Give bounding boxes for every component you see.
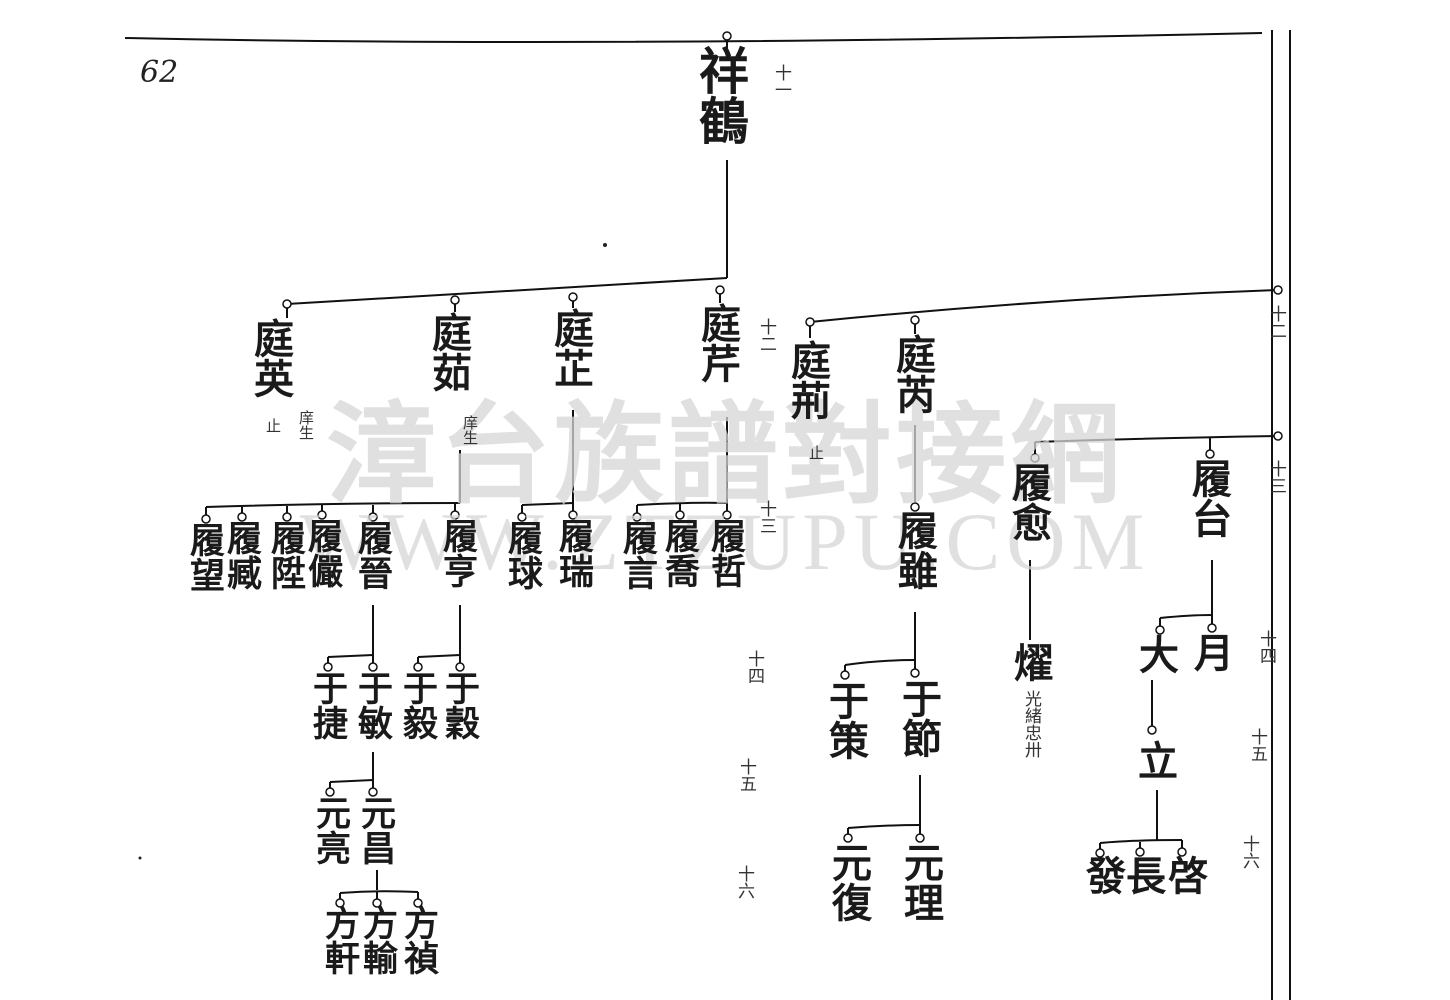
person-name: 立 xyxy=(1131,740,1178,780)
person-name: 方軒 xyxy=(319,905,360,975)
person-name: 履望 xyxy=(184,522,225,592)
person-name: 元理 xyxy=(897,842,944,922)
person-name: 方輸 xyxy=(357,905,398,975)
person-name: 履臧 xyxy=(221,520,262,590)
person-name: 庭茹 xyxy=(425,312,472,392)
person-name: 履愈 xyxy=(1005,462,1052,542)
generation-mark: 十三 xyxy=(756,500,776,534)
person-name: 履球 xyxy=(502,520,543,590)
generation-mark: 十五 xyxy=(736,758,756,792)
person-name: 燿 xyxy=(1007,642,1054,682)
person-name: 履喬 xyxy=(659,518,700,588)
person-name: 長 xyxy=(1119,855,1166,895)
person-note: 庠生 xyxy=(461,415,479,445)
person-name: 履言 xyxy=(617,520,658,590)
generation-mark: 十四 xyxy=(744,650,764,684)
person-name: 大 xyxy=(1132,634,1179,674)
person-name: 履哲 xyxy=(705,518,746,588)
generation-mark: 十三 xyxy=(1266,460,1286,494)
person-name: 于穀 xyxy=(439,670,480,740)
person-name: 于策 xyxy=(822,680,869,760)
person-name: 發 xyxy=(1079,855,1126,895)
generation-mark: 十六 xyxy=(734,865,754,899)
person-name: 履儼 xyxy=(302,518,343,588)
person-name: 履亨 xyxy=(437,518,478,588)
person-name: 庭芷 xyxy=(547,308,594,388)
person-name: 履陞 xyxy=(265,520,306,590)
person-note: 止 xyxy=(807,445,825,460)
person-name: 元亮 xyxy=(310,795,351,865)
page-number: 62 xyxy=(140,55,179,90)
generation-mark: 十四 xyxy=(1256,630,1276,664)
person-name: 于節 xyxy=(895,678,942,758)
person-name: 于捷 xyxy=(307,670,348,740)
person-name: 月 xyxy=(1187,632,1234,672)
person-note: 光緒忠卅 xyxy=(1021,690,1041,758)
person-note: 止 xyxy=(264,418,282,433)
person-name: 庭荊 xyxy=(784,340,831,420)
generation-mark: 十二 xyxy=(1266,305,1286,339)
person-name: 方禎 xyxy=(398,905,439,975)
person-name: 履瑞 xyxy=(553,518,594,588)
person-name: 元復 xyxy=(825,842,872,922)
person-name: 庭英 xyxy=(247,318,294,398)
person-name: 履雖 xyxy=(891,510,938,590)
generation-mark: 十五 xyxy=(1247,728,1267,762)
generation-mark: 十一 xyxy=(771,64,791,98)
ancestor-name: 祥鶴 xyxy=(691,45,750,145)
person-name: 啓 xyxy=(1161,855,1208,895)
person-name: 履台 xyxy=(1185,458,1232,538)
person-name: 履晉 xyxy=(352,520,393,590)
person-name: 庭芮 xyxy=(889,334,936,414)
person-name: 于敏 xyxy=(352,670,393,740)
person-note: 庠生 xyxy=(297,410,315,440)
person-name: 于毅 xyxy=(397,670,438,740)
person-name: 庭芹 xyxy=(694,303,741,383)
generation-mark: 十六 xyxy=(1239,835,1259,869)
generation-mark: 十二 xyxy=(756,318,776,352)
person-name: 元昌 xyxy=(355,795,396,865)
